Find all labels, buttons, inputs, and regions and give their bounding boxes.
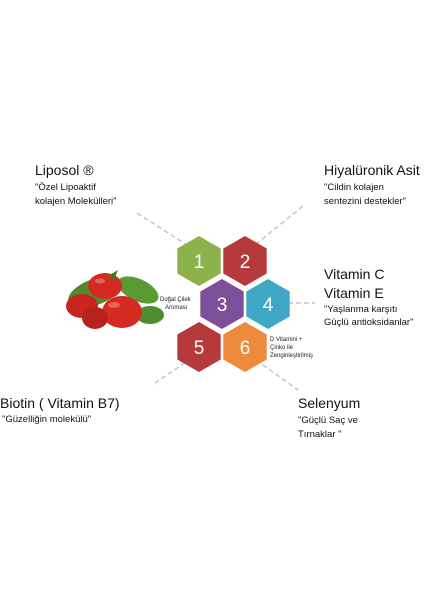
leaf-shape [108, 270, 118, 280]
hexagon-number-3: 3 [217, 295, 228, 316]
highlight-shape [95, 278, 105, 284]
strawberry-shape [88, 273, 122, 299]
hexagon-3 [200, 279, 244, 329]
aroma-label-2: Aroması [165, 305, 188, 311]
aroma-label-1: Doğal Çilek [160, 297, 191, 303]
hexagon-number-4: 4 [263, 295, 274, 316]
dvitamin-label-3: Zenginleştirilmiş [270, 353, 314, 359]
connector-liposol [136, 212, 188, 246]
hyaluronic-title: Hiyalüronik Asit [324, 162, 420, 178]
liposol-desc-1: "Özel Lipoaktif [35, 182, 96, 193]
leaf-shape [136, 306, 164, 324]
hexagon-number-2: 2 [240, 252, 251, 273]
biotin-title: Biotin ( Vitamin B7) [0, 395, 120, 411]
selenium-title: Selenyum [298, 395, 361, 411]
vitamins-desc-1: "Yaşlanma karşıtı [324, 304, 398, 315]
vitamin-e-title: Vitamin E [324, 285, 384, 301]
liposol-title: Liposol ® [35, 162, 94, 178]
vitamins-desc-2: Güçlü antioksidanlar" [324, 317, 414, 328]
connector-hyaluronic [254, 205, 304, 246]
hyaluronic-desc-1: "Cildin kolajen [324, 182, 384, 193]
strawberry-shape [102, 296, 142, 328]
dvitamin-label-1: D Vitamini + [270, 337, 303, 343]
hexagon-4 [246, 279, 290, 329]
hexagon-2 [223, 236, 267, 286]
vitamin-c-title: Vitamin C [324, 266, 385, 282]
strawberry-shape [82, 307, 108, 329]
hexagon-group: 1 2 3 4 5 6 [177, 236, 290, 372]
dvitamin-label-2: Çinko ile [270, 345, 294, 351]
hexagon-number-1: 1 [194, 252, 205, 273]
selenium-desc-1: "Güçlü Saç ve [298, 415, 358, 426]
connector-selenium [255, 359, 299, 391]
strawberry-illustration [66, 270, 164, 329]
liposol-desc-2: kolajen Molekülleri" [35, 196, 117, 207]
hexagon-5 [177, 322, 221, 372]
selenium-desc-2: Tırnaklar " [298, 429, 342, 440]
hexagon-1 [177, 236, 221, 286]
hyaluronic-desc-2: sentezini destekler" [324, 196, 407, 207]
highlight-shape [108, 302, 120, 308]
biotin-desc: "Güzelliğin molekülü" [2, 414, 92, 425]
hexagon-6 [223, 322, 267, 372]
hexagon-number-5: 5 [194, 338, 205, 359]
hexagon-number-6: 6 [240, 338, 251, 359]
